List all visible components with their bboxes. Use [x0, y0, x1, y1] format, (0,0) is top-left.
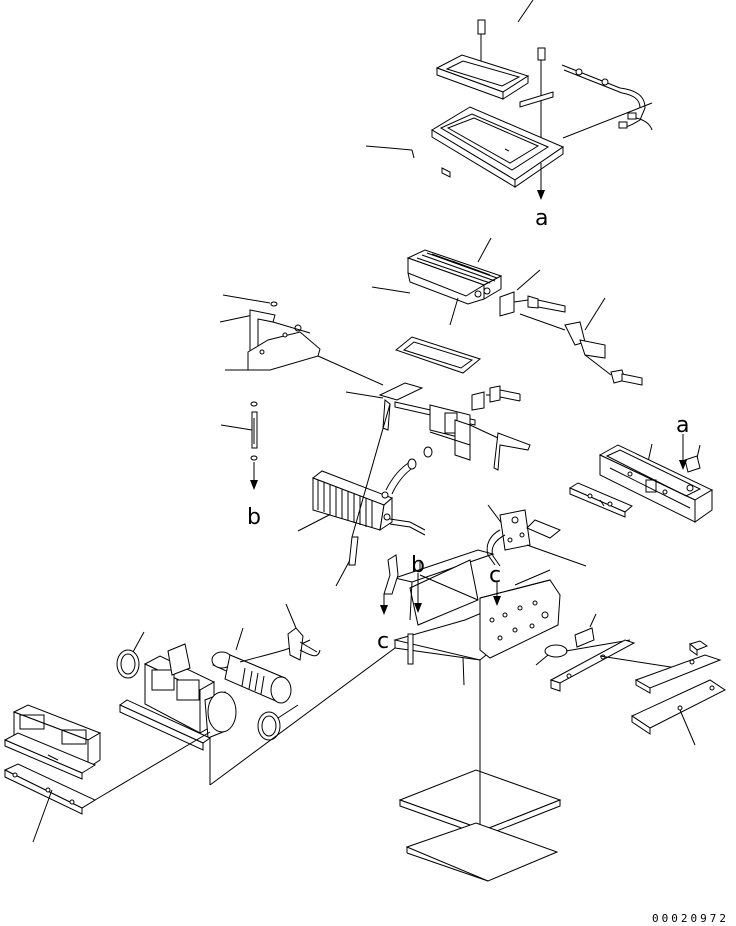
callout-c-center: c — [489, 563, 501, 588]
control-panel — [487, 505, 586, 585]
drawing-number: 00020972 — [652, 912, 729, 925]
blower-assembly — [117, 604, 320, 785]
support-frame — [346, 383, 530, 494]
floor-plate — [400, 770, 560, 881]
heater-core — [298, 471, 425, 586]
top-cover-assembly — [366, 0, 652, 200]
left-bracket-rod — [220, 295, 383, 490]
callout-b-center: b — [411, 553, 425, 578]
right-lower-brackets — [536, 614, 725, 745]
callout-a-right: a — [676, 413, 689, 438]
callout-b-left: b — [247, 505, 261, 530]
leader-lines — [210, 404, 470, 785]
callout-c-left: c — [377, 629, 389, 654]
callout-a-top: a — [535, 206, 548, 231]
grille-assembly — [5, 705, 210, 842]
evaporator-unit — [372, 238, 501, 373]
central-base-box — [380, 550, 560, 840]
bracket-bolt-set — [500, 270, 642, 385]
right-duct — [570, 434, 712, 522]
